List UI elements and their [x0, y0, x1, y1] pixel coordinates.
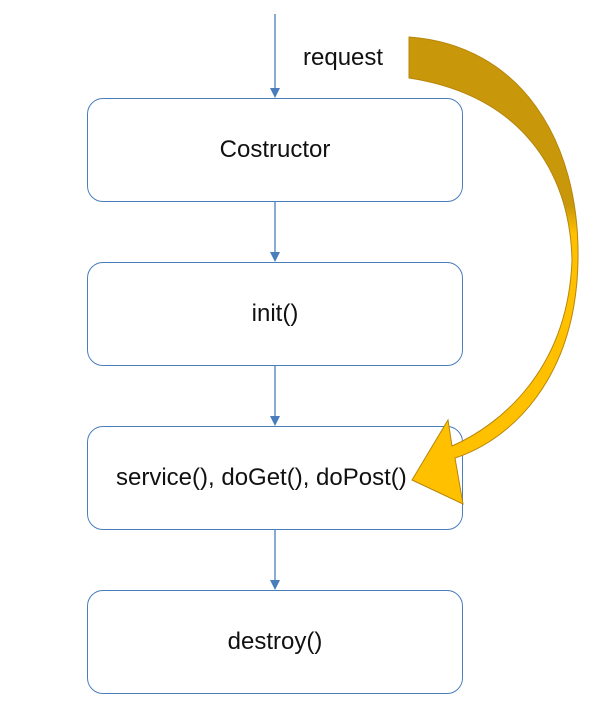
stage-init-box: init()	[87, 262, 463, 366]
connector-constructor-init	[270, 202, 280, 262]
request-label: request	[303, 44, 384, 71]
stage-destroy-box: destroy()	[87, 590, 463, 694]
stage-init-label: init()	[251, 300, 299, 327]
stage-constructor-box: Costructor	[87, 98, 463, 202]
stage-destroy-label: destroy()	[227, 628, 323, 655]
connector-entry	[270, 14, 280, 98]
stage-service-label: service(), doGet(), doPost()	[116, 464, 407, 491]
connector-service-destroy	[270, 530, 280, 590]
stage-constructor-label: Costructor	[219, 136, 331, 163]
connector-init-service	[270, 366, 280, 426]
stage-service-box: service(), doGet(), doPost()	[87, 426, 463, 530]
